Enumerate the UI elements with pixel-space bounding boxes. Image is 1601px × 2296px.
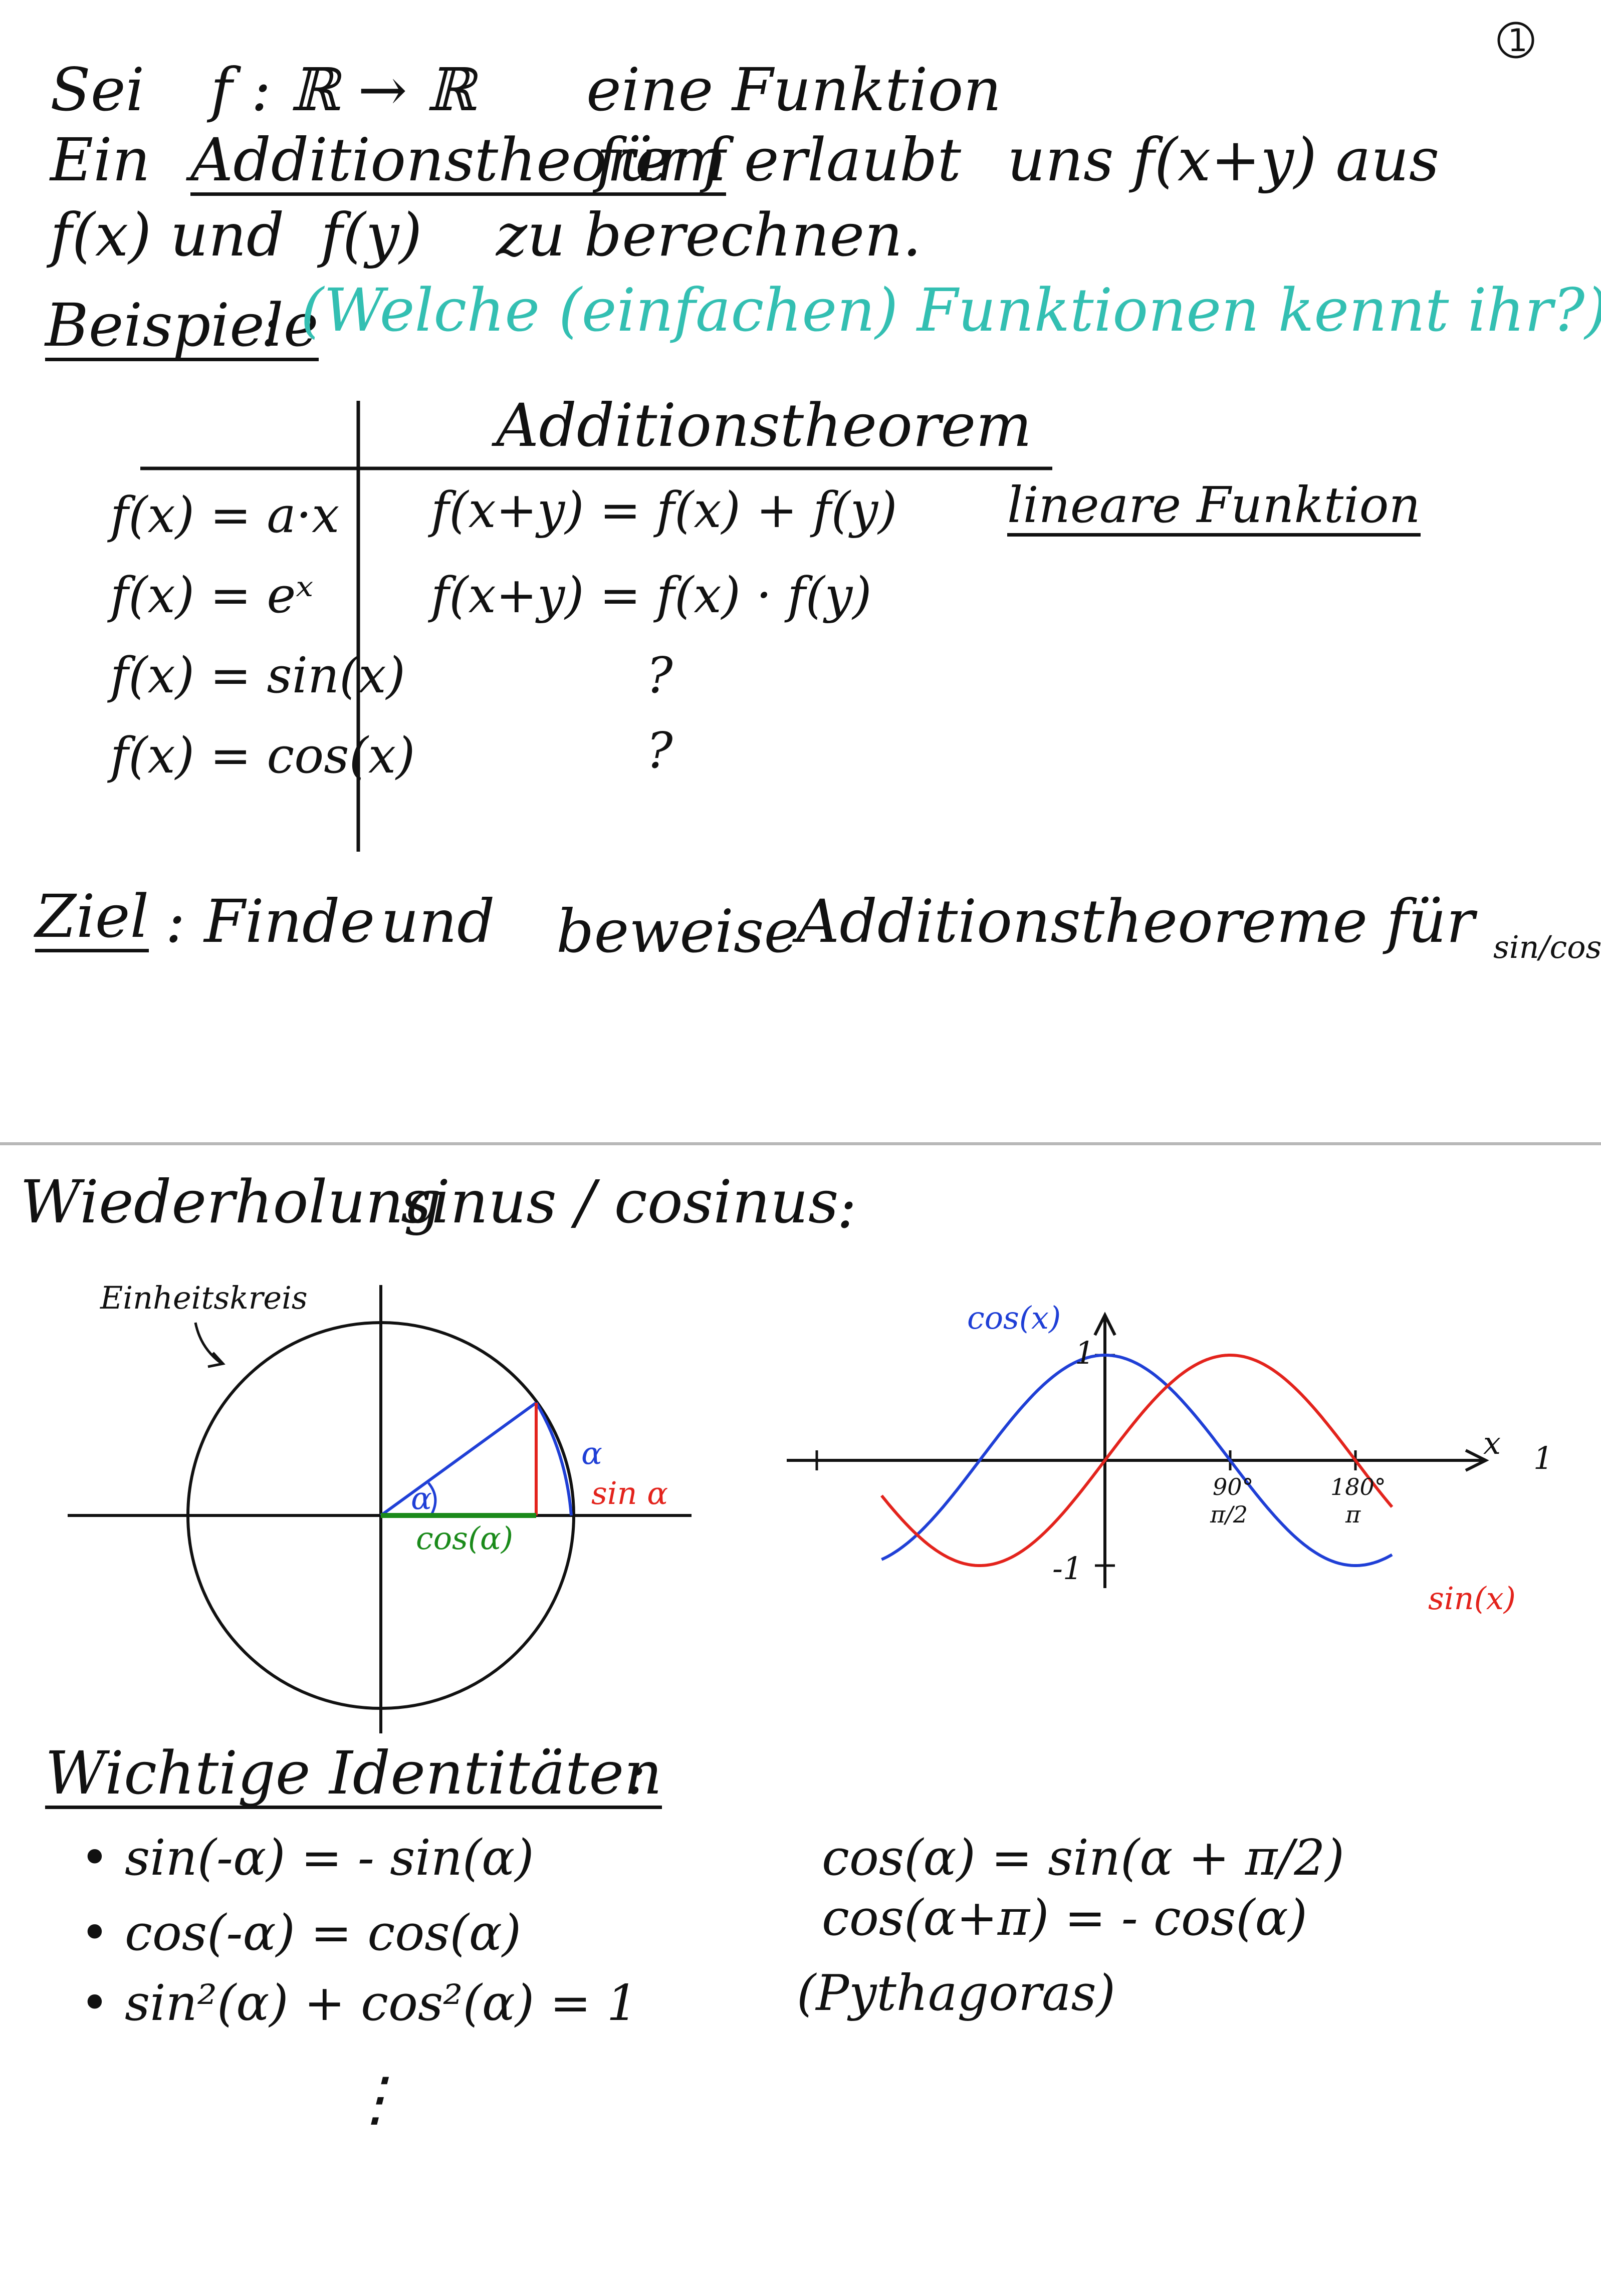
intro-map: f : ℝ → ℝ [210, 55, 476, 124]
label-arrow [194, 1322, 221, 1364]
intro-term: Additionstheorem [190, 130, 727, 196]
examples-question: (Welche (einfachen) Funktionen kennt ihr… [301, 276, 1601, 345]
row-f-sin: f(x) = sin(x) [110, 647, 405, 704]
sin-curve [880, 1354, 1394, 1567]
intro-rest1: für f erlaubt [596, 125, 962, 194]
goal-label: Ziel [35, 887, 149, 952]
identity-left-1: • cos(-α) = cos(α) [80, 1905, 522, 1962]
row-f-cos: f(x) = cos(x) [110, 727, 415, 785]
page-number-circle [1497, 22, 1534, 59]
examples-label: Beispiele [45, 296, 319, 361]
graph-y-one: 1 [1075, 1335, 1095, 1371]
angle-arc [427, 1482, 437, 1516]
row-thm-sin: ? [646, 647, 673, 704]
graph-y-arrowhead [1093, 1312, 1116, 1336]
goal-text1: : Finde [165, 887, 375, 956]
intro-sei: Sei [50, 55, 145, 124]
row-note-linear: lineare Funktion [1007, 481, 1421, 537]
tick-180-label: 180° [1330, 1473, 1386, 1500]
graph-x-arrowhead [1465, 1449, 1489, 1472]
arc-label: α [581, 1435, 602, 1471]
arc-alpha [535, 1402, 573, 1516]
unit-circle-label: Einheitskreis [100, 1280, 308, 1316]
graph-y-minus-one: -1 [1052, 1550, 1083, 1587]
page-number: 1 [1496, 20, 1536, 62]
identities-title: Wichtige Identitäten [45, 1743, 662, 1809]
row-thm-cos: ? [646, 722, 673, 780]
table-header: Additionstheorem [496, 391, 1032, 460]
goal-text5: sin/cos [1493, 929, 1601, 965]
identity-right-0: cos(α) = sin(α + π/2) [822, 1830, 1344, 1887]
identity-right-1: cos(α+π) = - cos(α) [822, 1890, 1307, 1947]
identities-colon: : [626, 1738, 646, 1808]
cos-label: cos(α) [416, 1520, 514, 1557]
angle-label: α [411, 1480, 432, 1516]
intro-rest3: zu berechnen. [496, 200, 922, 270]
row-thm-exp: f(x+y) = f(x) · f(y) [431, 567, 872, 624]
review-colon: : [837, 1172, 857, 1241]
tick-pi-label: π [1345, 1501, 1361, 1528]
tick-90-label: 90° [1213, 1473, 1254, 1500]
radius-line [380, 1401, 537, 1517]
graph-x-label: x [1483, 1425, 1501, 1461]
label-arrowhead [207, 1352, 225, 1368]
intro-ein: Ein [50, 125, 150, 194]
identity-left-0: • sin(-α) = - sin(α) [80, 1830, 534, 1887]
identity-left-2: • sin²(α) + cos²(α) = 1 [80, 1975, 638, 2032]
section-divider [0, 1142, 1601, 1145]
graph-cos-label: cos(x) [967, 1300, 1061, 1336]
row-thm-linear: f(x+y) = f(x) + f(y) [431, 482, 897, 539]
sin-label: sin α [591, 1475, 668, 1511]
intro-rest: eine Funktion [586, 55, 1002, 124]
goal-text4: Additionstheoreme für [797, 887, 1475, 956]
cos-curve [881, 1354, 1393, 1567]
identity-right-2: (Pythagoras) [797, 1965, 1115, 2022]
row-f-linear: f(x) = a·x [110, 487, 340, 544]
row-f-exp: f(x) = eˣ [110, 567, 314, 624]
graph-sin-label: sin(x) [1428, 1580, 1516, 1617]
examples-colon: : [261, 291, 281, 360]
identities-ellipsis: ⋮ [346, 2064, 405, 2133]
intro-fx: f(x) und [50, 200, 285, 270]
intro-fy: f(y) [321, 200, 422, 270]
intro-rest2: uns f(x+y) aus [1007, 125, 1440, 194]
graph-right-one: 1 [1533, 1440, 1553, 1476]
unit-circle [186, 1321, 575, 1710]
tick-pi-half-label: π/2 [1210, 1501, 1248, 1528]
goal-text3: beweise [556, 897, 799, 966]
review-title1: Wiederholung [20, 1167, 441, 1236]
goal-text2: und [381, 887, 495, 956]
review-title2: sinus / cosinus [401, 1167, 839, 1236]
